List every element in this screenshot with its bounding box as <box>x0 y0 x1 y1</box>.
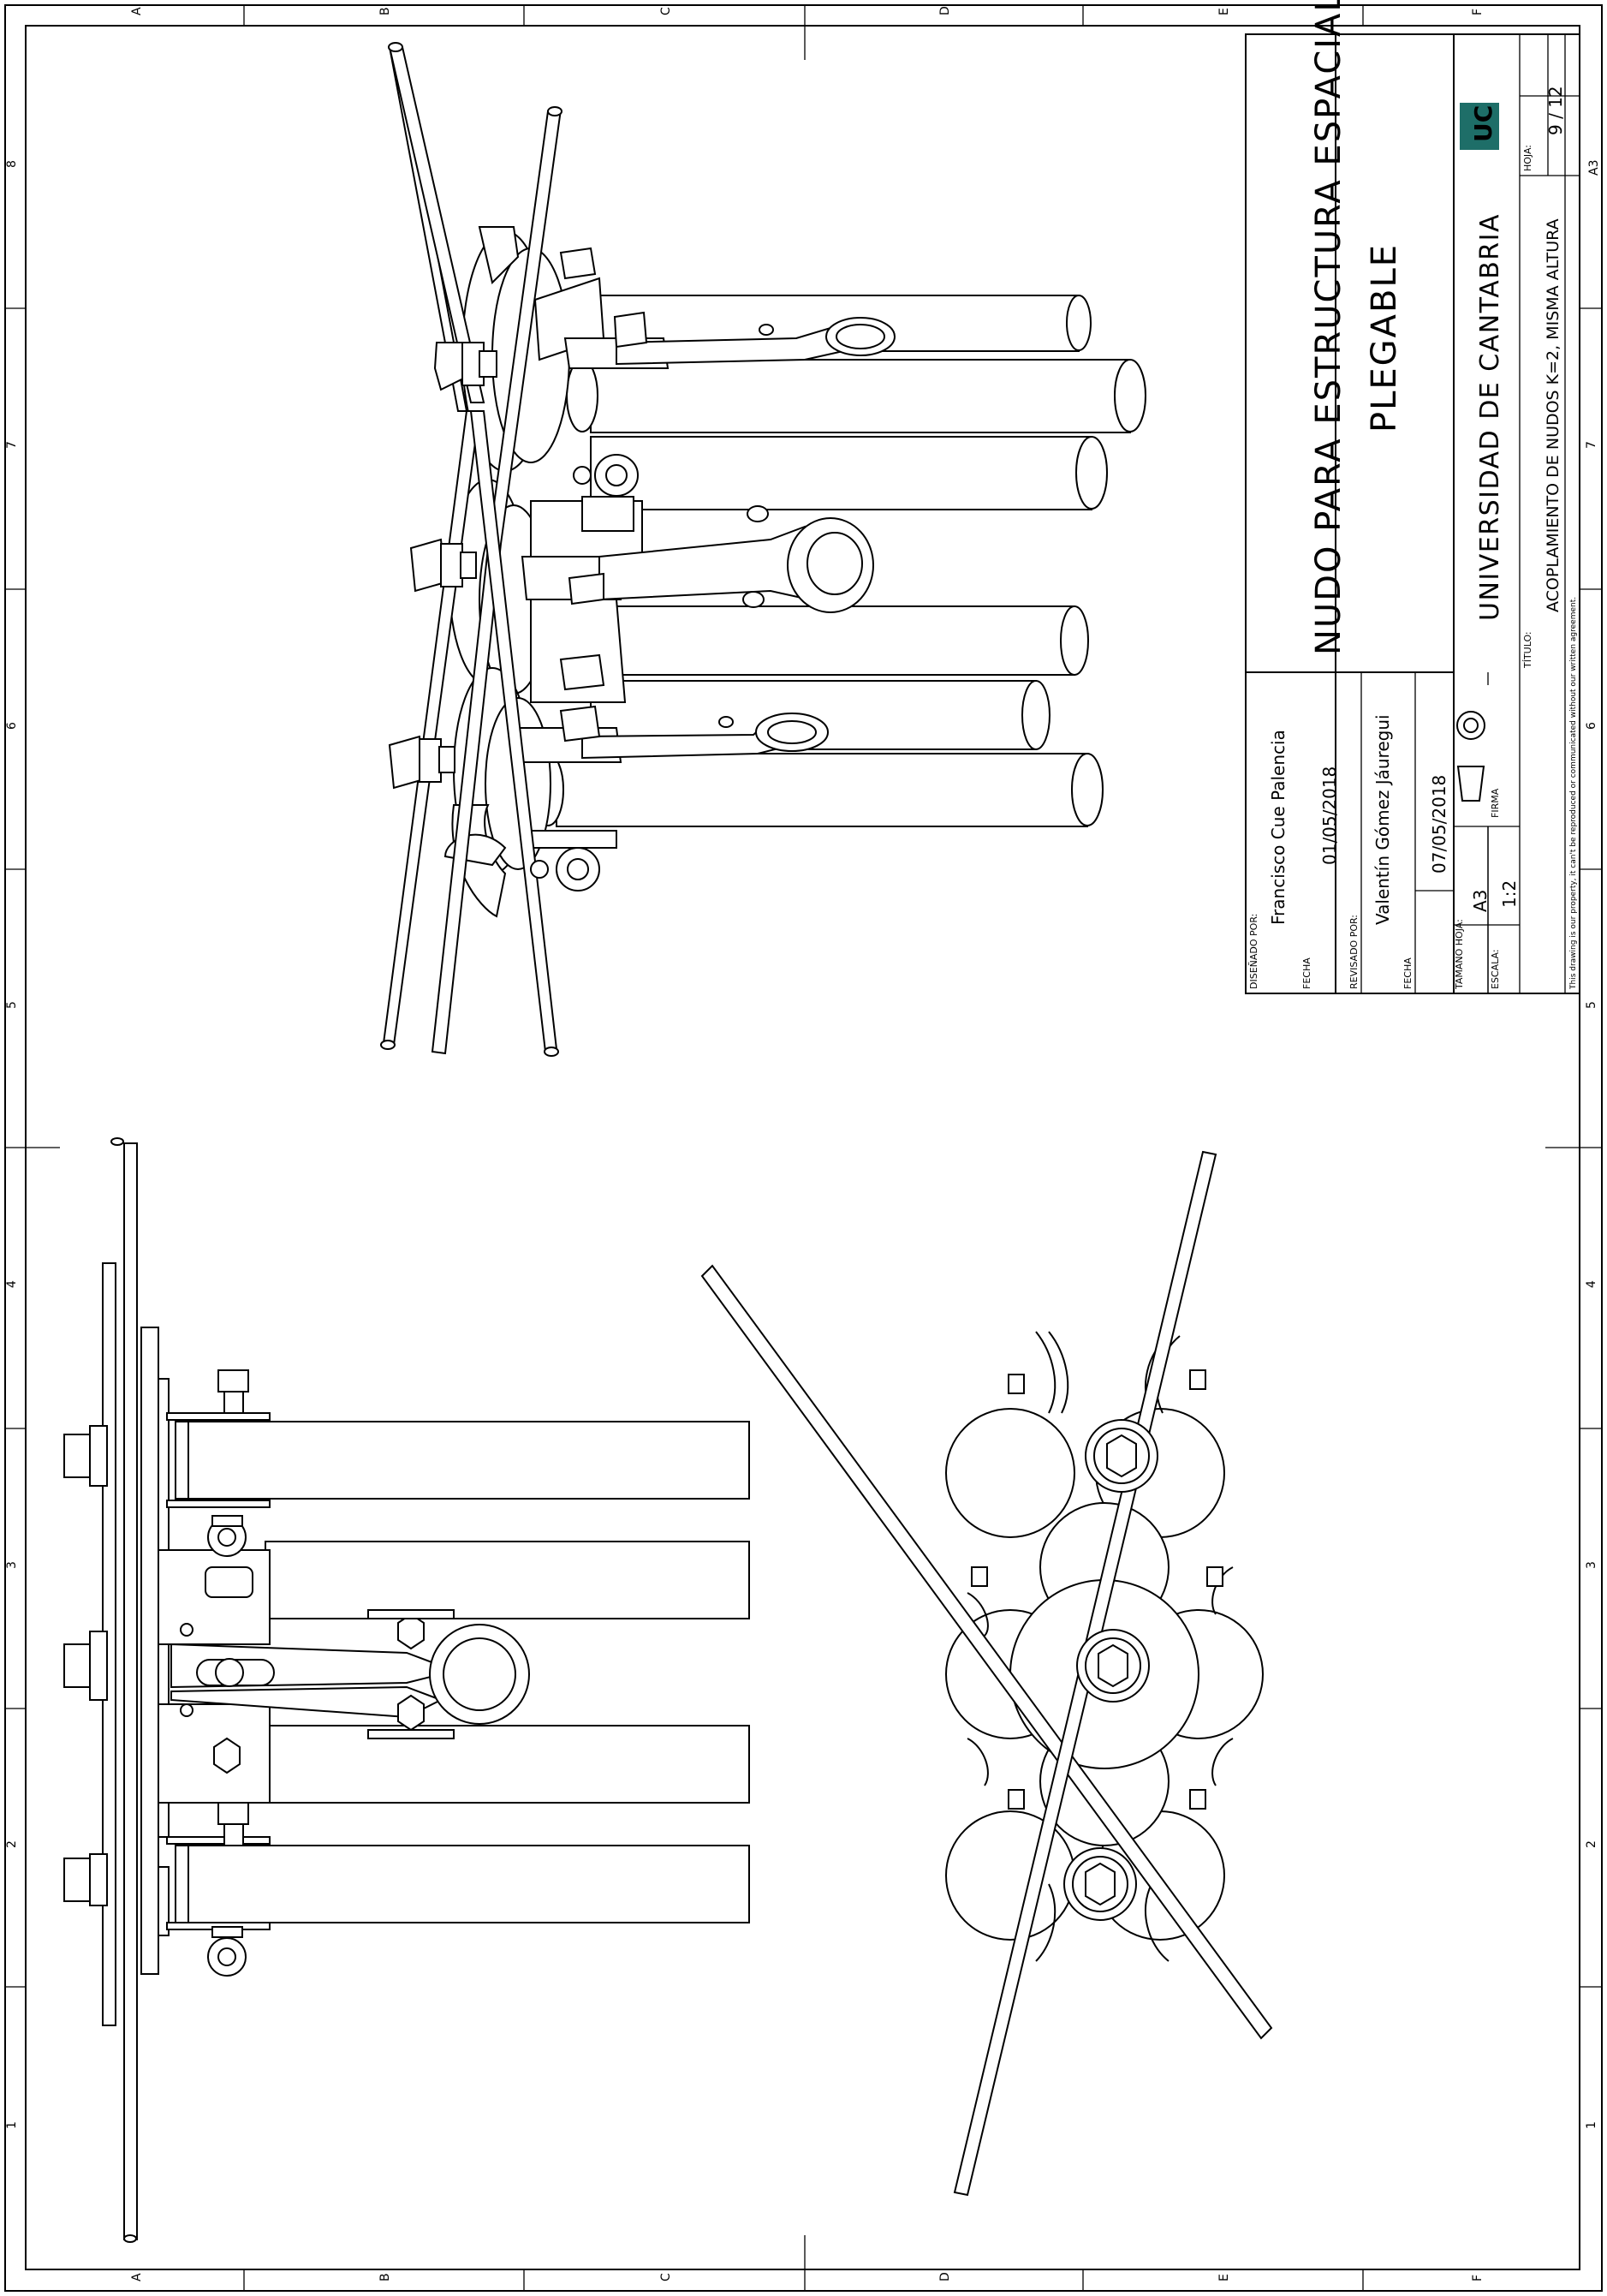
tamano-label: TAMAÑO HOJA: <box>1454 919 1465 990</box>
zone-letter-bottom: D <box>938 2272 952 2281</box>
fecha2-label: FECHA <box>1402 957 1414 989</box>
fecha2-value: 07/05/2018 <box>1429 775 1449 874</box>
escala-value: 1:2 <box>1499 880 1520 908</box>
revisado-value: Valentín Gómez Jáuregui <box>1372 714 1393 925</box>
projection-symbol <box>1456 711 1485 802</box>
zone-letter-top: E <box>1217 8 1231 15</box>
disclaimer-text: This drawing is our property, it can't b… <box>1569 597 1578 990</box>
hoja-value: 9 / 12 <box>1545 86 1566 135</box>
zone-letter-bottom: C <box>659 2273 673 2281</box>
escala-label: ESCALA: <box>1490 949 1501 989</box>
elevation-bolts <box>63 1425 108 1906</box>
zone-letter-top: B <box>378 7 392 15</box>
zone-letter-bottom: B <box>378 2273 392 2281</box>
title-block: NUDO PARA ESTRUCTURA ESPACIAL PLEGABLE U… <box>1245 0 1580 994</box>
hoja-label: HOJA: <box>1522 145 1533 171</box>
zone-letter-top: F <box>1471 9 1485 15</box>
main-title-line1: NUDO PARA ESTRUCTURA ESPACIAL <box>1309 0 1348 655</box>
iso-bolts <box>388 247 774 879</box>
zone-letters-bottom: A B C D E F <box>130 2272 1485 2281</box>
iso-clamps <box>556 317 896 892</box>
zone-number-left: 1 <box>5 2121 19 2129</box>
zone-number-right: 3 <box>1585 1561 1598 1569</box>
firma-label: FIRMA <box>1490 788 1501 818</box>
university-name: UNIVERSIDAD DE CANTABRIA <box>1475 213 1505 621</box>
zone-number-right: 1 <box>1585 2121 1598 2129</box>
zone-number-right: 4 <box>1585 1280 1598 1288</box>
main-title-line2: PLEGABLE <box>1365 243 1404 432</box>
titulo-value: ACOPLAMIENTO DE NUDOS K=2, MISMA ALTURA <box>1544 218 1562 612</box>
zone-letter-top: A <box>130 7 144 15</box>
zone-number-left: 6 <box>5 722 19 730</box>
zone-letter-top: C <box>659 7 673 15</box>
zone-number-left: 4 <box>5 1280 19 1288</box>
zone-letter-top: D <box>938 6 952 15</box>
plan-view <box>700 1150 1273 2197</box>
plan-nuts <box>1063 1419 1158 1921</box>
fecha1-label: FECHA <box>1301 957 1312 989</box>
iso-rods <box>380 42 562 1057</box>
plan-clips <box>967 1331 1234 1962</box>
dibujado-value: Francisco Cue Palencia <box>1268 730 1289 925</box>
zone-number-right: 5 <box>1585 1001 1598 1009</box>
zone-number-left: 5 <box>5 1001 19 1009</box>
fecha1-value: 01/05/2018 <box>1319 766 1340 865</box>
zone-number-right: 6 <box>1585 722 1598 730</box>
dibujado-label: DISEÑADO POR: <box>1248 914 1259 989</box>
isometric-view <box>380 42 1146 1057</box>
zone-number-left: 8 <box>5 160 19 168</box>
elevation-view <box>63 1137 750 2243</box>
logo-text: UC <box>1469 105 1497 142</box>
zone-number-left: 7 <box>5 441 19 449</box>
zone-numbers-left: 8 7 6 5 4 3 2 1 <box>5 160 19 2129</box>
university-logo <box>1460 103 1499 150</box>
tamano-value: A3 <box>1470 890 1491 912</box>
zone-letter-bottom: E <box>1217 2274 1231 2281</box>
sheet-size-label: A3 <box>1587 160 1601 176</box>
zone-numbers-right: 7 6 5 4 3 2 1 A3 <box>1585 160 1601 2129</box>
zone-number-right: 7 <box>1585 441 1598 449</box>
zone-letter-bottom: A <box>130 2273 144 2281</box>
revisado-label: REVISADO POR: <box>1348 915 1360 989</box>
sheet-frame <box>4 4 1603 2292</box>
zone-number-left: 2 <box>5 1840 19 1848</box>
zone-number-right: 2 <box>1585 1840 1598 1848</box>
zone-number-left: 3 <box>5 1561 19 1569</box>
zone-letter-bottom: F <box>1471 2275 1485 2281</box>
zone-letters-top: A B C D E F <box>130 6 1485 15</box>
titulo-label: TÍTULO: <box>1522 631 1533 669</box>
